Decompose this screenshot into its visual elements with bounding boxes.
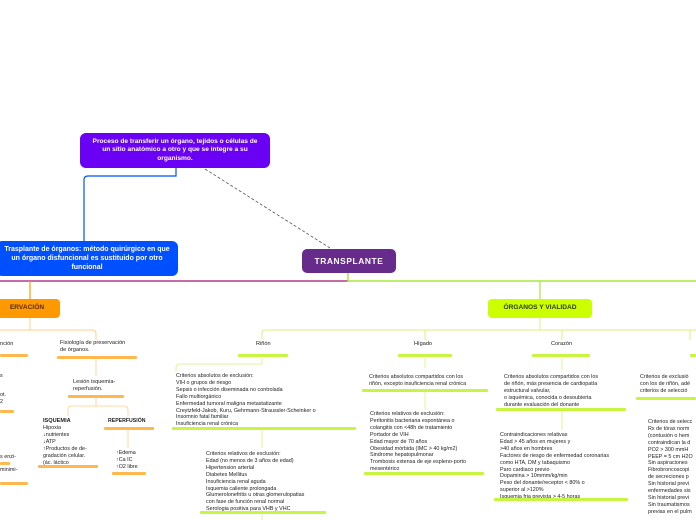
organ-corazon-label: Corazón <box>551 341 573 347</box>
preservation-label: ERVACIÓN <box>9 304 45 312</box>
transplant-definition-text: Trasplante de órganos: método quirúrgico… <box>4 245 170 272</box>
preservation-left-fragment-4: minimi- <box>0 467 18 473</box>
corazon-relative-criteria: Contraindicaciones relativas Edad > 45 a… <box>500 432 610 500</box>
lesion-bar <box>68 395 124 398</box>
preservation-node[interactable]: ERVACIÓN <box>0 299 60 318</box>
preservation-physiology-bar <box>57 356 137 359</box>
preservation-left-fragment-3: s enzi- <box>0 454 16 460</box>
corazon-absolute-criteria: Criterios absolutos compartidos con los … <box>504 374 599 408</box>
rinon-relative-criteria: Criterios relativos de exclusión: Edad (… <box>206 451 305 513</box>
organ-higado-label: Hígado <box>414 341 433 347</box>
transplant-definition-node[interactable]: Trasplante de órganos: método quirúrgico… <box>0 241 178 276</box>
definition-text: Proceso de transferir un órgano, tejidos… <box>92 137 258 162</box>
organ-rinon-label: Riñón <box>256 341 271 347</box>
corazon-absolute-bar <box>496 408 626 411</box>
preservation-left-bar-3 <box>0 482 28 485</box>
rinon-absolute-criteria: Criterios absolutos de exclusión: VIH o … <box>176 373 316 428</box>
organ-corazon-bar <box>532 354 590 357</box>
preservation-left-bar-1 <box>0 410 14 413</box>
reperfusion-bar <box>104 427 154 430</box>
definition-node[interactable]: Proceso de transferir un órgano, tejidos… <box>80 133 270 168</box>
right-exclusion-fragment: Criterios de exclusió con los de riñón, … <box>640 374 691 394</box>
organ-rinon-bar <box>238 354 288 357</box>
right-selection-fragment: Criterios de selecc Rx de tórax norm (co… <box>648 419 693 515</box>
right-exclusion-bar <box>636 397 696 400</box>
main-topic-label: TRANSPLANTE <box>314 255 384 266</box>
rinon-absolute-bar <box>172 427 356 430</box>
main-topic-transplante[interactable]: TRANSPLANTE <box>302 249 396 273</box>
lesion-label: Lesión isquemia- reperfusión. <box>73 379 116 393</box>
rinon-relative-bar <box>200 511 326 514</box>
organs-label: ÓRGANOS Y VIALIDAD <box>503 304 577 312</box>
preservation-col1-label: nción <box>0 341 14 347</box>
organ-higado-bar <box>398 354 452 357</box>
preservation-physiology-label: Fisiología de preservación de órganos. <box>60 340 126 354</box>
corazon-relative-bar <box>494 498 628 501</box>
reperfusion-items-bar <box>112 472 146 475</box>
isquemia-title: ISQUEMIA <box>43 418 71 424</box>
higado-relative-criteria: Criterios relativos de exclusión: Perito… <box>370 411 466 473</box>
higado-absolute-criteria: Criterios absolutos compartidos con los … <box>369 374 467 387</box>
organs-node[interactable]: ÓRGANOS Y VIALIDAD <box>488 299 592 318</box>
higado-relative-bar <box>364 472 484 475</box>
higado-absolute-bar <box>362 389 488 392</box>
organ-right-bar <box>690 354 696 357</box>
isquemia-bar <box>38 465 98 468</box>
isquemia-items: Hipoxia ↓nutrientes ↓ATP ↑Productos de d… <box>43 425 87 466</box>
preservation-left-fragment-1: s <box>0 373 3 379</box>
reperfusion-items: ↑Edema ↑Ca IC ↑O2 libre <box>116 450 138 470</box>
reperfusion-title: REPERFUSIÓN <box>108 418 146 424</box>
preservation-left-bar-2 <box>0 462 10 465</box>
preservation-col1-bar <box>0 354 28 357</box>
preservation-left-fragment-2: ot. 2 <box>0 392 6 405</box>
